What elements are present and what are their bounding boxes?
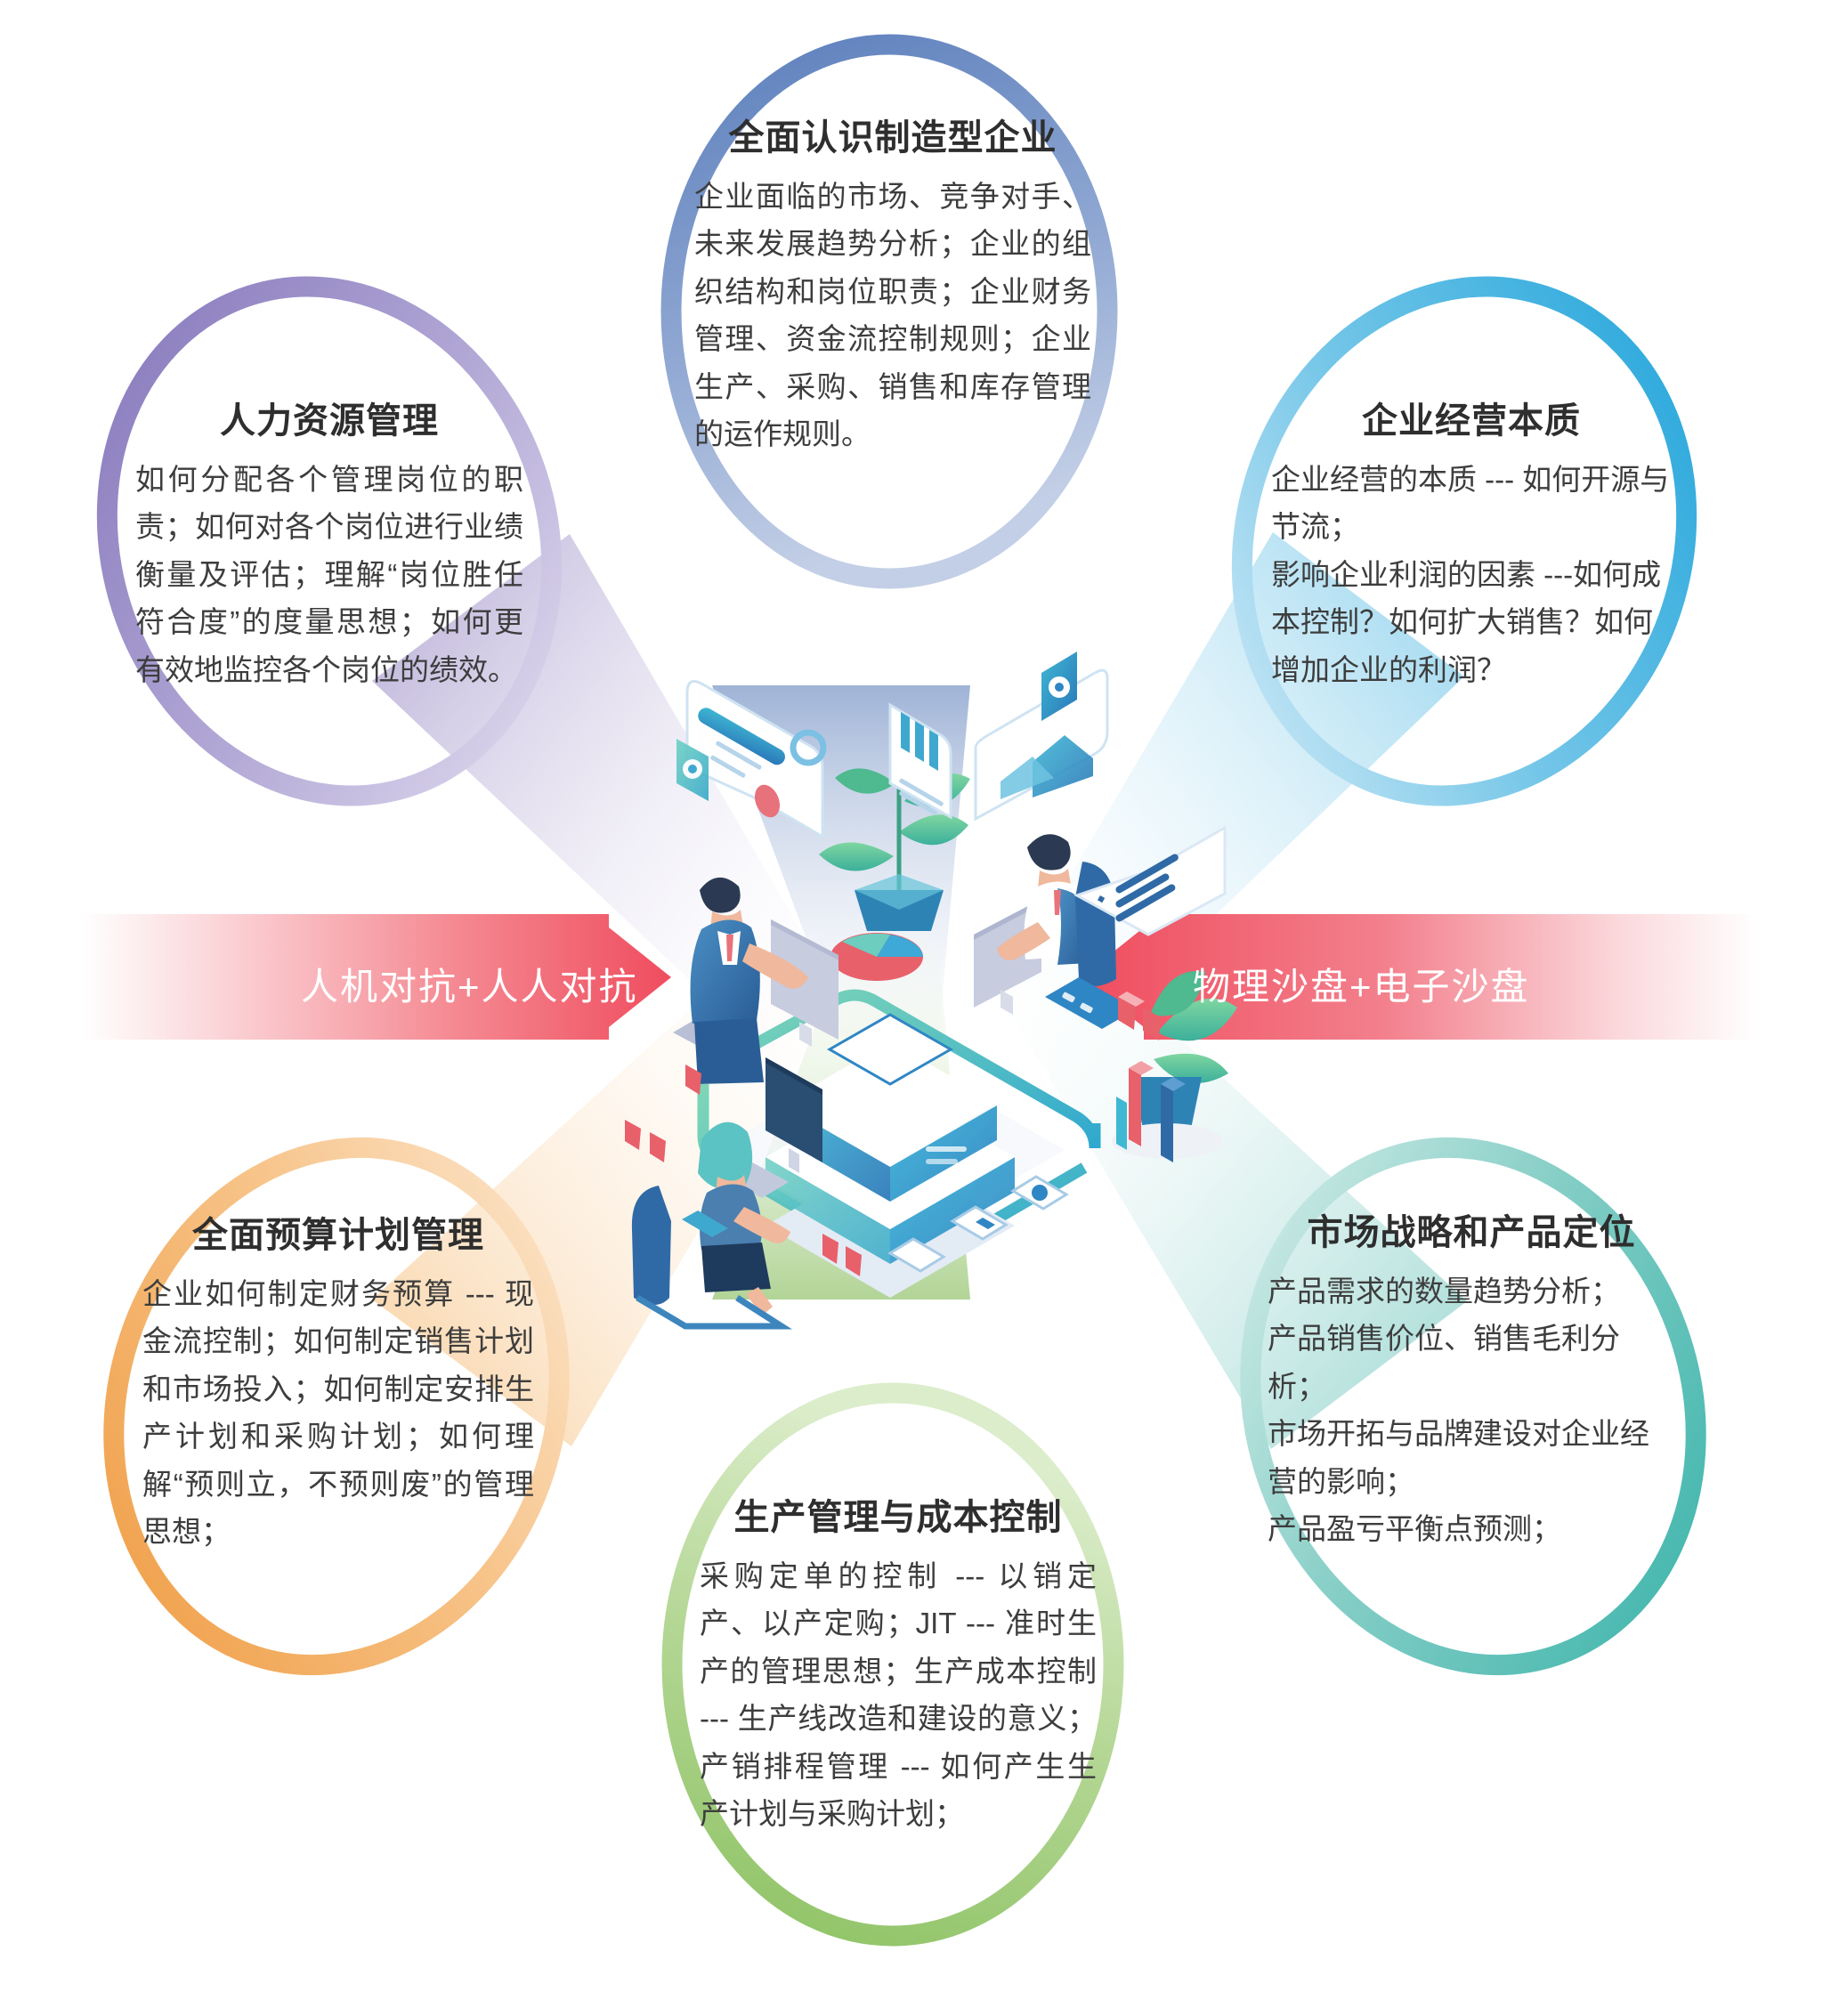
monitor-dark <box>766 1057 822 1173</box>
floating-card-right <box>974 668 1109 822</box>
petal-upper-right: 企业经营本质 企业经营的本质 --- 如何开源与节流； 影响企业利润的因素 --… <box>1271 392 1672 693</box>
floating-card-gear-left <box>676 739 780 818</box>
bar-chart-3d <box>1116 1061 1186 1162</box>
ring-upper-right <box>1231 276 1697 806</box>
calculator <box>1045 977 1136 1029</box>
floating-card-list <box>1073 825 1227 936</box>
data-platform <box>766 1013 1015 1298</box>
left-banner-label[interactable]: 人机对抗+人人对抗 <box>301 966 638 1008</box>
ring-lower-right <box>1240 1137 1706 1676</box>
petal-upper-right-body: 企业经营的本质 --- 如何开源与节流； 影响企业利润的因素 ---如何成本控制… <box>1271 463 1670 686</box>
petal-lower-right-body: 产品需求的数量趋势分析； 产品销售价位、销售毛利分析； 市场开拓与品牌建设对企业… <box>1268 1275 1649 1546</box>
ring-lower-left <box>103 1137 570 1676</box>
right-banner-label[interactable]: 物理沙盘+电子沙盘 <box>1193 966 1530 1008</box>
petal-upper-left-title: 人力资源管理 <box>220 401 439 441</box>
floating-card-left <box>685 680 827 839</box>
petal-lower-left-title: 全面预算计划管理 <box>192 1216 484 1255</box>
cup-group <box>625 992 1161 1276</box>
right-banner-shape[interactable] <box>1082 914 1757 1040</box>
petal-bottom-title: 生产管理与成本控制 <box>733 1498 1063 1537</box>
floating-card-center <box>888 702 952 820</box>
petal-top-body: 企业面临的市场、竞争对手、未来发展趋势分析；企业的组织结构和岗位职责；企业财务管… <box>694 180 1091 451</box>
petal-lower-left: 全面预算计划管理 企业如何制定财务预算 --- 现金流控制；如何制定销售计划和市… <box>142 1206 534 1556</box>
tablet-icon <box>826 1013 954 1086</box>
tail-lower-right <box>967 899 1467 1449</box>
illustration-group <box>625 652 1237 1330</box>
petal-lower-right: 市场战略和产品定位 产品需求的数量趋势分析； 产品销售价位、销售毛利分析； 市场… <box>1268 1203 1675 1553</box>
petal-lower-right-title: 市场战略和产品定位 <box>1307 1213 1636 1252</box>
petal-rings <box>96 34 1706 1947</box>
left-banner-shape[interactable] <box>82 914 671 1040</box>
pie-chart <box>830 933 923 981</box>
ring-bottom <box>661 1382 1124 1947</box>
left-banner-arrow[interactable] <box>82 914 671 1040</box>
petal-upper-left: 人力资源管理 如何分配各个管理岗位的职责；如何对各个岗位进行业绩衡量及评估；理解… <box>135 392 523 693</box>
petal-lower-left-body: 企业如何制定财务预算 --- 现金流控制；如何制定销售计划和市场投入；如何制定安… <box>142 1277 534 1549</box>
petal-top-title: 全面认识制造型企业 <box>728 118 1057 158</box>
right-banner-arrow[interactable] <box>1082 914 1757 1040</box>
petal-bottom: 生产管理与成本控制 采购定单的控制 --- 以销定产、以产定购；JIT --- … <box>700 1488 1097 1838</box>
petal-top: 全面认识制造型企业 企业面临的市场、竞争对手、未来发展趋势分析；企业的组织结构和… <box>694 109 1091 458</box>
person-bottom-woman <box>631 1121 792 1330</box>
person-left-man <box>690 877 808 1084</box>
petal-bottom-body: 采购定单的控制 --- 以销定产、以产定购；JIT --- 准时生产的管理思想；… <box>700 1559 1097 1831</box>
petal-upper-left-body: 如何分配各个管理岗位的职责；如何对各个岗位进行业绩衡量及评估；理解“岗位胜任符合… <box>135 463 523 686</box>
ring-top <box>660 34 1118 589</box>
floating-card-gear-right <box>1041 652 1077 721</box>
ring-upper-left <box>96 276 563 806</box>
petal-upper-right-title: 企业经营本质 <box>1362 401 1581 441</box>
base-loop <box>719 989 1101 1149</box>
floor-icons <box>682 1175 1069 1273</box>
